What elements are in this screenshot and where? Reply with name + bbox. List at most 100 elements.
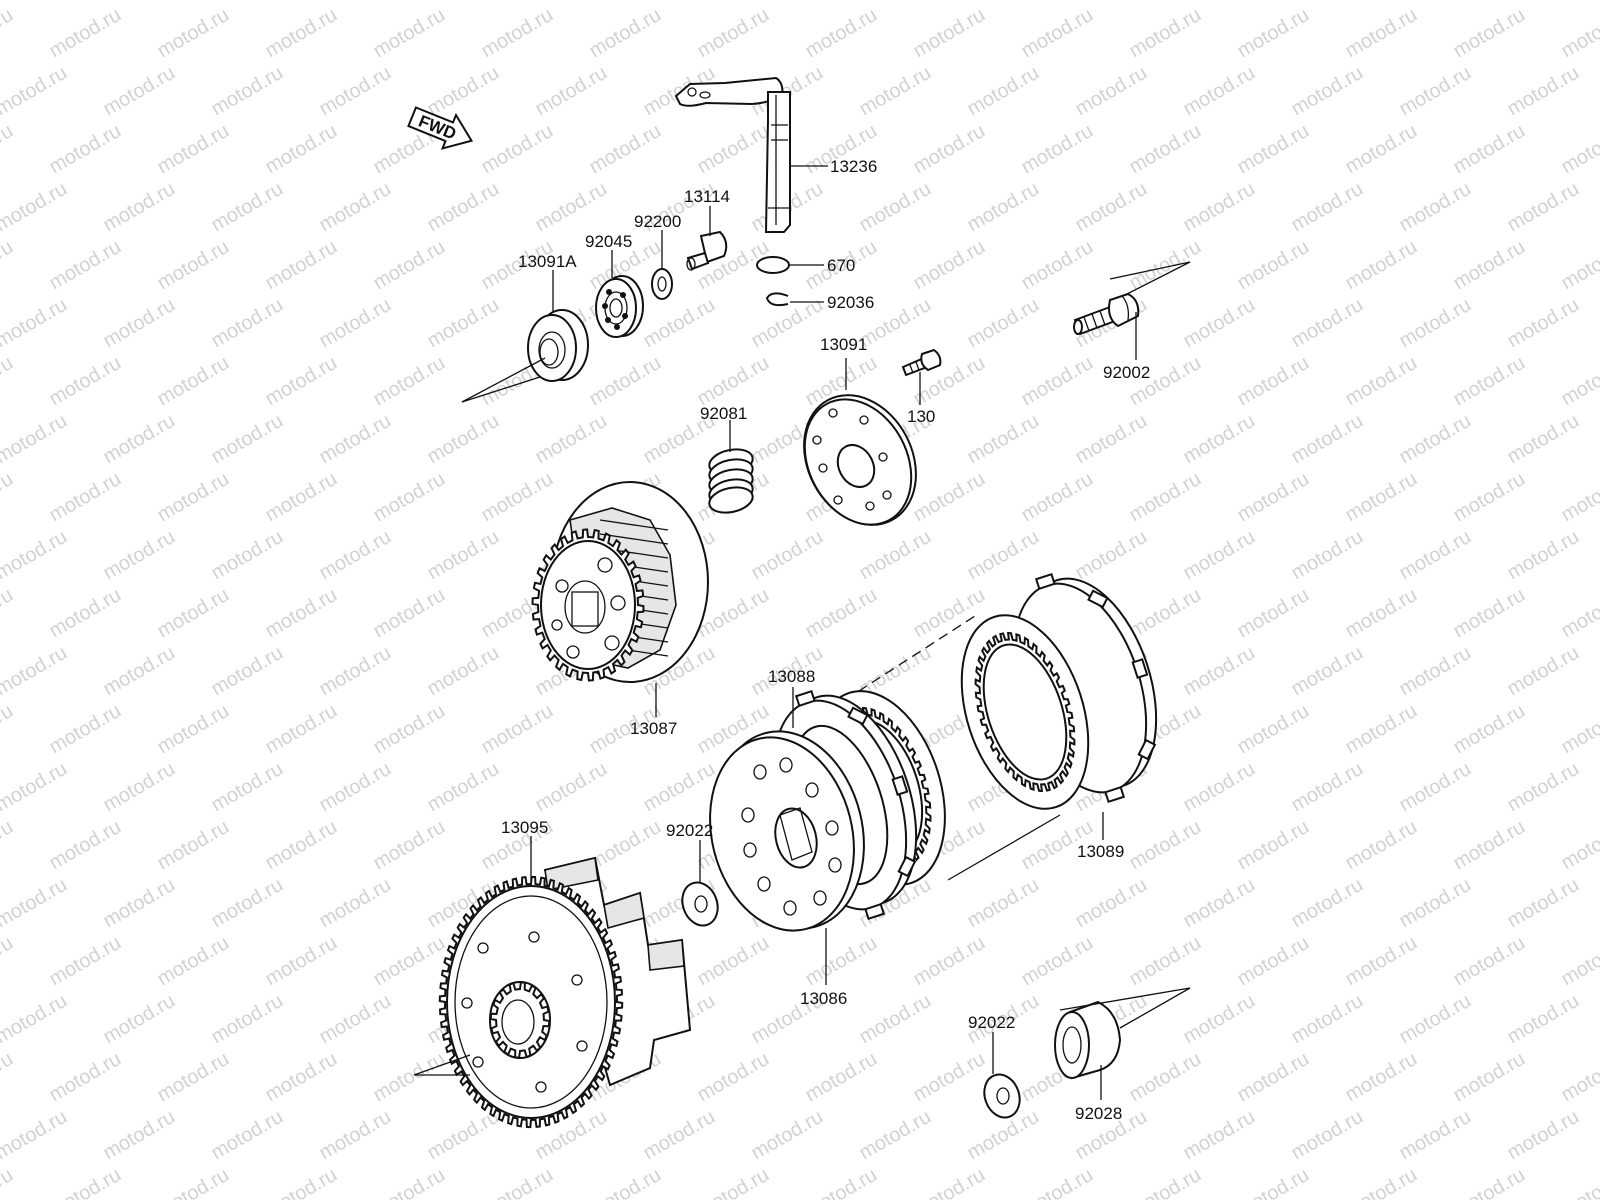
watermark-text: motod.ru — [46, 468, 125, 527]
watermark-text: motod.ru — [1126, 4, 1205, 63]
watermark-text: motod.ru — [1558, 700, 1600, 759]
watermark-text: motod.ru — [640, 0, 719, 4]
watermark-text: motod.ru — [100, 294, 179, 353]
watermark-text: motod.ru — [1018, 236, 1097, 295]
watermark-text: motod.ru — [532, 0, 611, 4]
watermark-text: motod.ru — [1180, 642, 1259, 701]
watermark-text: motod.ru — [1504, 178, 1583, 237]
watermark-text: motod.ru — [1234, 1048, 1313, 1107]
watermark-text: motod.ru — [1450, 816, 1529, 875]
watermark-text: motod.ru — [1504, 1106, 1583, 1165]
watermark-text: motod.ru — [478, 700, 557, 759]
watermark-text: motod.ru — [532, 758, 611, 817]
watermark-text: motod.ru — [1396, 1106, 1475, 1165]
watermark-text: motod.ru — [1450, 700, 1529, 759]
watermark-text: motod.ru — [370, 700, 449, 759]
part-label-670: 670 — [827, 256, 855, 275]
watermark-text: motod.ru — [802, 932, 881, 991]
watermark-text: motod.ru — [1558, 468, 1600, 527]
watermark-text: motod.ru — [856, 62, 935, 121]
watermark-text: motod.ru — [0, 4, 17, 63]
watermark-text: motod.ru — [1288, 758, 1367, 817]
watermark-text: motod.ru — [640, 1106, 719, 1165]
part-label-13089: 13089 — [1077, 842, 1124, 861]
watermark-text: motod.ru — [694, 4, 773, 63]
part-label-13095: 13095 — [501, 818, 548, 837]
watermark-text: motod.ru — [1504, 294, 1583, 353]
watermark-text: motod.ru — [262, 468, 341, 527]
watermark-text: motod.ru — [1072, 0, 1151, 4]
watermark-text: motod.ru — [1072, 178, 1151, 237]
part-label-13087: 13087 — [630, 719, 677, 738]
watermark-text: motod.ru — [100, 758, 179, 817]
part-label-92022-lower: 92022 — [968, 1013, 1015, 1032]
watermark-text: motod.ru — [856, 0, 935, 4]
part-label-92081: 92081 — [700, 404, 747, 423]
watermark-text: motod.ru — [0, 758, 71, 817]
part-label-92002: 92002 — [1103, 363, 1150, 382]
part-label-13114: 13114 — [684, 187, 730, 206]
watermark-text: motod.ru — [1558, 236, 1600, 295]
watermark-text: motod.ru — [964, 294, 1043, 353]
watermark-text: motod.ru — [748, 0, 827, 4]
watermark-text: motod.ru — [424, 410, 503, 469]
watermark-text: motod.ru — [370, 932, 449, 991]
watermark-text: motod.ru — [1180, 990, 1259, 1049]
watermark-text: motod.ru — [964, 178, 1043, 237]
watermark-text: motod.ru — [1450, 352, 1529, 411]
watermark-text: motod.ru — [208, 758, 287, 817]
watermark-text: motod.ru — [208, 642, 287, 701]
part-label-92036: 92036 — [827, 293, 874, 312]
watermark-text: motod.ru — [1126, 236, 1205, 295]
watermark-text: motod.ru — [964, 62, 1043, 121]
watermark-text: motod.ru — [46, 932, 125, 991]
watermark-text: motod.ru — [46, 120, 125, 179]
watermark-text: motod.ru — [1504, 758, 1583, 817]
part-label-130: 130 — [907, 407, 935, 426]
watermark-text: motod.ru — [100, 874, 179, 933]
watermark-text: motod.ru — [1180, 178, 1259, 237]
watermark-text: motod.ru — [262, 4, 341, 63]
watermark-text: motod.ru — [424, 294, 503, 353]
watermark-text: motod.ru — [1234, 4, 1313, 63]
watermark-text: motod.ru — [100, 526, 179, 585]
watermark-text: motod.ru — [694, 1048, 773, 1107]
watermark-text: motod.ru — [46, 1048, 125, 1107]
watermark-text: motod.ru — [424, 642, 503, 701]
watermark-text: motod.ru — [0, 700, 17, 759]
watermark-text: motod.ru — [1450, 4, 1529, 63]
watermark-text: motod.ru — [208, 410, 287, 469]
watermark-text: motod.ru — [424, 758, 503, 817]
watermark-text: motod.ru — [856, 526, 935, 585]
watermark-text: motod.ru — [0, 120, 17, 179]
watermark-text: motod.ru — [0, 990, 71, 1049]
watermark-text: motod.ru — [1558, 584, 1600, 643]
watermark-text: motod.ru — [262, 700, 341, 759]
watermark-text: motod.ru — [0, 236, 17, 295]
watermark-text: motod.ru — [316, 874, 395, 933]
watermark-text: motod.ru — [1234, 120, 1313, 179]
watermark-text: motod.ru — [262, 932, 341, 991]
watermark-text: motod.ru — [316, 62, 395, 121]
watermark-text: motod.ru — [262, 1048, 341, 1107]
watermark-text: motod.ru — [0, 62, 71, 121]
o-ring-drawing — [756, 256, 790, 274]
watermark-text: motod.ru — [208, 990, 287, 1049]
watermark-text: motod.ru — [1558, 932, 1600, 991]
watermark-text: motod.ru — [370, 1164, 449, 1200]
watermark-text: motod.ru — [1072, 874, 1151, 933]
watermark-text: motod.ru — [694, 352, 773, 411]
watermark-text: motod.ru — [1342, 700, 1421, 759]
watermark-text: motod.ru — [640, 294, 719, 353]
watermark-text: motod.ru — [1396, 0, 1475, 4]
watermark-text: motod.ru — [1396, 62, 1475, 121]
watermark-text: motod.ru — [262, 120, 341, 179]
watermark-text: motod.ru — [1180, 1106, 1259, 1165]
watermark-text: motod.ru — [910, 468, 989, 527]
watermark-text: motod.ru — [802, 1048, 881, 1107]
watermark-text: motod.ru — [910, 1164, 989, 1200]
watermark-text: motod.ru — [262, 584, 341, 643]
watermark-text: motod.ru — [1342, 816, 1421, 875]
bearing-drawing — [595, 275, 644, 338]
